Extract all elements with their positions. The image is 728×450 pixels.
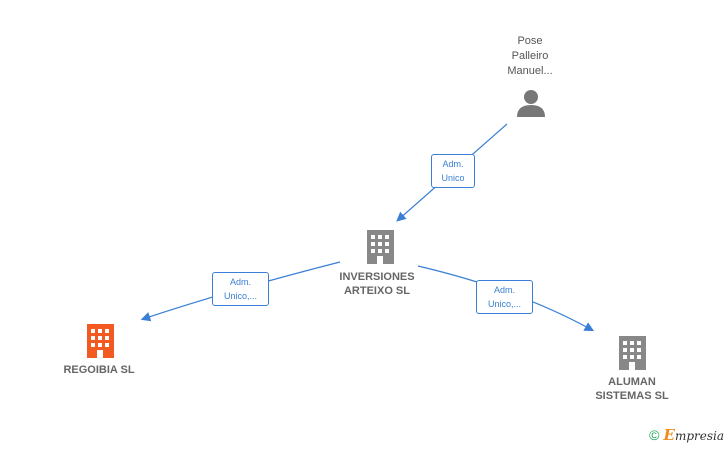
building-icon-inversiones[interactable] <box>367 230 394 264</box>
person-icon[interactable] <box>517 90 545 117</box>
edge-label-inversiones-regoibia: Adm. Unico,... <box>212 272 269 306</box>
edge-label-person-inversiones: Adm. Unico <box>431 154 475 188</box>
company-label-regoibia[interactable]: REGOIBIA SL <box>63 364 135 376</box>
company-label-aluman[interactable]: ALUMAN SISTEMAS SL <box>595 376 669 402</box>
building-icon-aluman[interactable] <box>619 336 646 370</box>
copyright-icon: © <box>649 427 660 443</box>
empresia-logo: Empresia <box>663 426 725 444</box>
building-icon-regoibia[interactable] <box>87 324 114 358</box>
company-label-inversiones[interactable]: INVERSIONES ARTEIXO SL <box>339 271 415 297</box>
person-name-label[interactable]: Pose Palleiro Manuel... <box>507 35 553 77</box>
edge-label-inversiones-aluman: Adm. Unico,... <box>476 280 533 314</box>
footer-brand[interactable]: © Empresia <box>649 426 724 444</box>
